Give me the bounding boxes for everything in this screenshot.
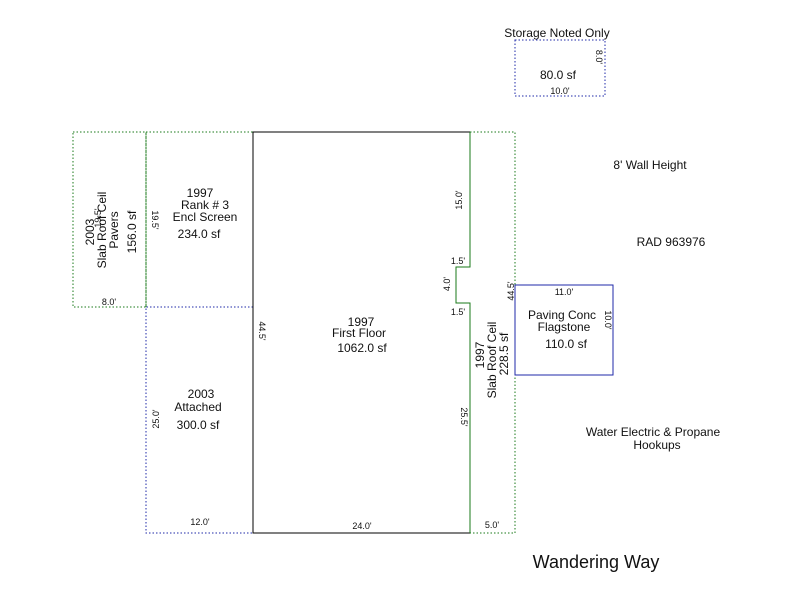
- paving-name: Flagstone: [538, 320, 591, 334]
- slab-roof-area-value: 228.5 sf: [497, 332, 511, 375]
- pavers-type: Slab Roof Ceil: [95, 192, 109, 269]
- pavers-dim-top: 19.5': [93, 208, 103, 228]
- encl-screen-name: Encl Screen: [173, 210, 238, 224]
- first-floor-name: First Floor: [332, 326, 386, 340]
- hookups-note: Hookups: [633, 438, 680, 452]
- first-floor-right-edge: [455, 132, 471, 533]
- water-note: Water Electric & Propane: [586, 425, 721, 439]
- encl-screen-year: 1997: [187, 186, 214, 200]
- wall-height-note: 8' Wall Height: [613, 158, 687, 172]
- storage-dim-right: 8.0': [594, 50, 604, 65]
- paving-area: 11.0' Paving Conc Flagstone 110.0 sf 10.…: [514, 284, 614, 376]
- pavers-name: Pavers: [107, 211, 121, 248]
- first-floor-area-value: 1062.0 sf: [337, 341, 387, 355]
- paving-area-value: 110.0 sf: [545, 337, 587, 351]
- attached-outline: [145, 306, 253, 534]
- storage-outline: [514, 39, 606, 97]
- first-floor-dim-right-bottom: 25.5': [459, 407, 469, 427]
- attached-area: 2003 Attached 300.0 sf 25.0' 12.0': [145, 306, 253, 534]
- encl-screen-type: Rank # 3: [181, 198, 229, 212]
- street-name: Wandering Way: [533, 552, 660, 572]
- slab-roof-type: Slab Roof Ceil: [485, 322, 499, 399]
- pavers-area-value: 156.0 sf: [125, 210, 139, 253]
- slab-roof-dim-right: 44.5': [506, 281, 516, 301]
- first-floor-outline: [252, 131, 470, 534]
- attached-year: 2003: [188, 387, 215, 401]
- pavers-dim-bottom: 8.0': [102, 297, 117, 307]
- pavers-outline: [72, 131, 147, 308]
- attached-name: Attached: [174, 400, 221, 414]
- encl-screen-dim-left: 19.5': [150, 210, 160, 230]
- attached-area-value: 300.0 sf: [177, 418, 220, 432]
- pavers-year: 2003: [83, 218, 97, 245]
- paving-type: Paving Conc: [528, 308, 596, 322]
- first-floor-dim-left: 44.5': [257, 321, 267, 341]
- storage-dim-bottom: 10.0': [550, 86, 570, 96]
- notes: 8' Wall Height RAD 963976 Water Electric…: [533, 158, 721, 572]
- encl-screen-outline: [145, 131, 253, 307]
- attached-dim-bottom: 12.0': [190, 517, 210, 527]
- rad-note: RAD 963976: [637, 235, 706, 249]
- paving-dim-right: 10.0': [603, 310, 613, 330]
- first-floor-dim-notch-top: 1.5': [451, 256, 466, 266]
- attached-dim-left: 25.0': [151, 409, 161, 429]
- paving-outline: [514, 284, 614, 376]
- paving-dim-top: 11.0': [555, 287, 574, 297]
- encl-screen-area-value: 234.0 sf: [178, 227, 221, 241]
- storage-title: Storage Noted Only: [504, 26, 609, 40]
- first-floor-dim-notch-bottom: 1.5': [451, 307, 466, 317]
- first-floor-dim-notch: 4.0': [442, 277, 452, 292]
- storage-area: Storage Noted Only 80.0 sf 10.0' 8.0': [504, 26, 610, 97]
- first-floor-dim-right-top: 15.0': [454, 190, 464, 210]
- slab-roof-year: 1997: [473, 341, 487, 368]
- first-floor-area: 1997 First Floor 1062.0 sf 44.5' 24.0' 1…: [252, 131, 471, 534]
- pavers-area: 2003 Slab Roof Ceil Pavers 156.0 sf 19.5…: [72, 131, 147, 308]
- encl-screen-area: 1997 Rank # 3 Encl Screen 234.0 sf 19.5': [145, 131, 253, 307]
- slab-roof-area: 1997 Slab Roof Ceil 228.5 sf 44.5' 5.0': [470, 131, 516, 534]
- slab-roof-dim-bottom: 5.0': [485, 520, 500, 530]
- first-floor-year: 1997: [348, 315, 375, 329]
- first-floor-dim-bottom: 24.0': [352, 521, 372, 531]
- storage-area-value: 80.0 sf: [540, 68, 577, 82]
